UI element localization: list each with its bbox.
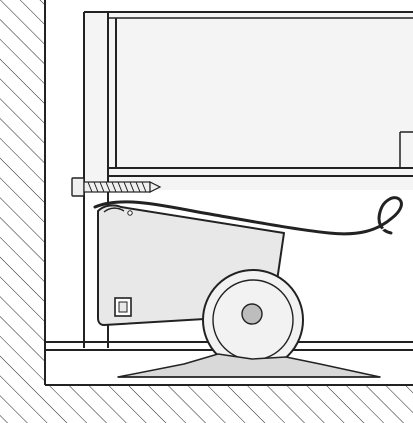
floor-hatch xyxy=(45,385,413,423)
bracket-top-lip xyxy=(103,207,125,213)
screw-shank xyxy=(83,181,151,193)
floor-plate-group xyxy=(117,353,381,378)
strap-inner xyxy=(98,205,396,239)
screw-group xyxy=(71,177,162,197)
caster-wheel-hub xyxy=(241,303,263,325)
strap-outer xyxy=(93,196,403,236)
screw-tip xyxy=(149,181,162,193)
floor-plate xyxy=(117,353,381,378)
bracket-rivet xyxy=(127,210,133,216)
cabinet-shade xyxy=(84,12,413,190)
strap-group xyxy=(93,196,403,239)
screw-thread xyxy=(87,181,147,193)
wall-hatch xyxy=(0,0,45,423)
screw-head xyxy=(71,177,85,197)
cabinet-group xyxy=(45,11,413,351)
bracket-slot-inner xyxy=(118,301,128,313)
